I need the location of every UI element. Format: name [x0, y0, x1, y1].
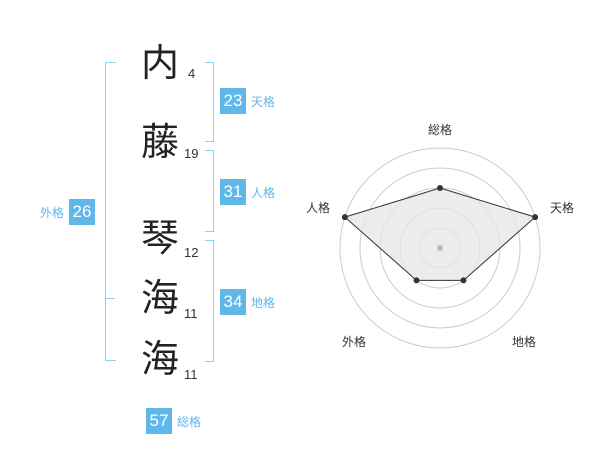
- stroke-count-1: 4: [188, 66, 196, 81]
- radar-label-tenkaku: 天格: [550, 200, 574, 215]
- soukaku-badge: 57 総格: [146, 408, 201, 434]
- radar-point-2: [532, 214, 539, 221]
- name-char-1: 内: [140, 41, 179, 85]
- name-char-3: 琴: [140, 216, 179, 260]
- jinkaku-bracket: [205, 150, 214, 232]
- jinkaku-value: 31: [220, 179, 246, 205]
- radar-ring-5: [339, 147, 541, 349]
- radar-label-chikaku: 地格: [512, 334, 536, 349]
- name-char-2: 藤: [140, 120, 179, 164]
- radar-area: [343, 187, 537, 281]
- chikaku-value: 34: [220, 289, 246, 315]
- gaikaku-bracket: [105, 62, 116, 361]
- gaikaku-bracket-tick: [105, 298, 115, 299]
- radar-label-soukaku: 総格: [428, 122, 452, 137]
- chikaku-badge: 34 地格: [220, 289, 275, 315]
- gaikaku-value: 26: [69, 199, 96, 225]
- stroke-count-2: 19: [184, 146, 199, 161]
- chikaku-label: 地格: [251, 295, 276, 310]
- jinkaku-label: 人格: [251, 185, 276, 200]
- radar-label-gaikaku: 外格: [342, 334, 366, 349]
- stroke-count-4: 11: [184, 306, 198, 321]
- tenkaku-value: 23: [220, 88, 246, 114]
- name-char-4: 海: [140, 276, 179, 320]
- gaikaku-label: 外格: [40, 205, 65, 220]
- jinkaku-badge: 31 人格: [220, 179, 275, 205]
- radar-point-4: [413, 277, 420, 284]
- tenkaku-label: 天格: [251, 94, 276, 109]
- tenkaku-badge: 23 天格: [220, 88, 275, 114]
- stroke-count-3: 12: [184, 245, 199, 260]
- radar-ring-4: [359, 167, 521, 329]
- chikaku-bracket: [205, 240, 214, 362]
- stroke-count-5: 11: [184, 367, 198, 382]
- soukaku-value: 57: [146, 408, 172, 434]
- radar-point-5: [341, 214, 348, 221]
- gaikaku-badge: 外格 26: [40, 199, 96, 225]
- radar-points: [341, 185, 539, 284]
- radar-point-3: [460, 277, 467, 284]
- radar-label-jinkaku: 人格: [306, 200, 330, 215]
- name-char-5: 海: [140, 337, 179, 381]
- tenkaku-bracket: [205, 62, 214, 142]
- radar-point-1: [437, 185, 443, 191]
- radar-center-dot: [437, 245, 443, 251]
- soukaku-label: 総格: [177, 414, 202, 429]
